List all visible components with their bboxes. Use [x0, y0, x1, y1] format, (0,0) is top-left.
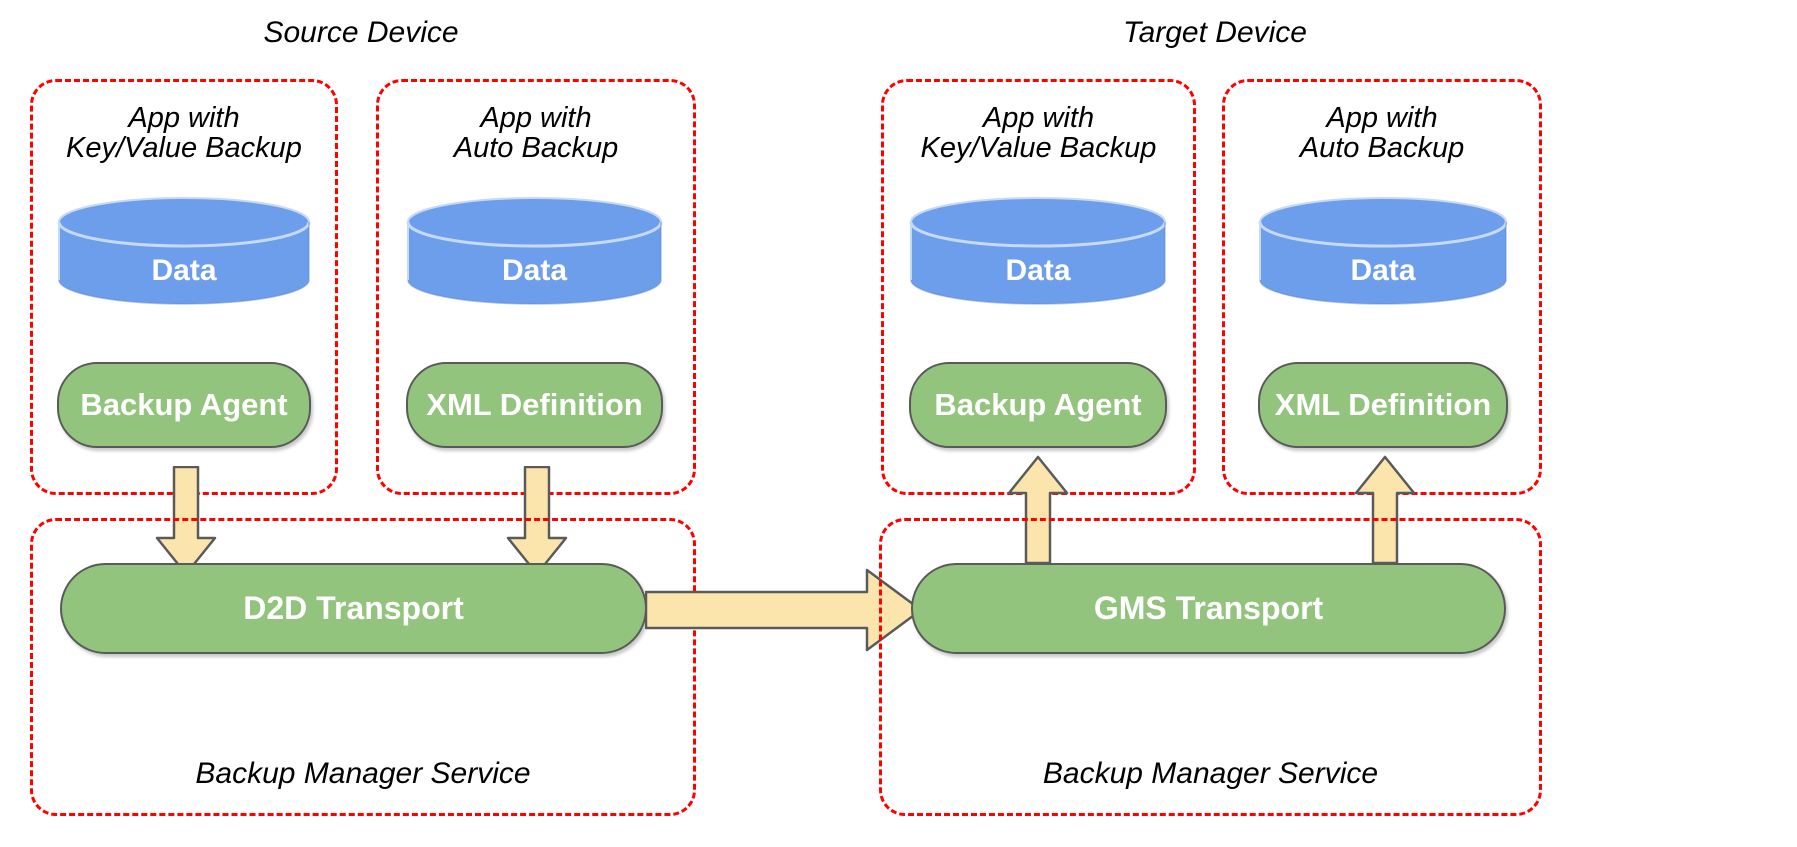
source-device-title: Source Device	[263, 16, 459, 49]
source-autobackup-data-cylinder: Data	[406, 196, 663, 306]
source-keyvalue-data-cylinder: Data	[57, 196, 311, 306]
source-app-keyvalue-label: App with Key/Value Backup	[33, 102, 335, 164]
target-keyvalue-data-label: Data	[1005, 254, 1071, 288]
target-autobackup-data-label: Data	[1350, 254, 1416, 288]
target-keyvalue-data-cylinder: Data	[909, 196, 1167, 306]
source-backup-manager-service-container: Backup Manager Service	[30, 518, 696, 816]
target-app-keyvalue-container: App with Key/Value Backup	[881, 79, 1196, 495]
target-app-keyvalue-label: App with Key/Value Backup	[884, 102, 1193, 164]
transport-transfer-right-arrow	[645, 568, 923, 652]
target-backup-agent-node[interactable]: Backup Agent	[909, 362, 1167, 448]
source-keyvalue-data-label: Data	[151, 254, 217, 288]
app-label-line2: Key/Value Backup	[66, 131, 302, 164]
app-label-line1: App with	[1326, 102, 1438, 134]
target-autobackup-data-cylinder: Data	[1258, 196, 1508, 306]
target-xml-definition-node[interactable]: XML Definition	[1258, 362, 1508, 448]
source-app-autobackup-label: App with Auto Backup	[379, 102, 693, 164]
app-label-line1: App with	[128, 102, 240, 134]
app-label-line2: Key/Value Backup	[920, 131, 1157, 164]
source-backup-manager-service-label: Backup Manager Service	[195, 757, 531, 790]
source-backup-agent-node[interactable]: Backup Agent	[57, 362, 311, 448]
app-label-line2: Auto Backup	[1299, 131, 1465, 164]
app-label-line1: App with	[480, 102, 592, 134]
source-autobackup-data-label: Data	[501, 254, 568, 288]
target-backup-manager-service-label: Backup Manager Service	[1042, 757, 1379, 790]
target-backup-manager-service-container: Backup Manager Service	[879, 518, 1542, 816]
gms-transport-node[interactable]: GMS Transport	[911, 563, 1506, 654]
app-label-line1: App with	[982, 102, 1095, 134]
target-device-title: Target Device	[1123, 16, 1307, 49]
d2d-transport-node[interactable]: D2D Transport	[60, 563, 647, 654]
source-xml-definition-node[interactable]: XML Definition	[406, 362, 663, 448]
app-label-line2: Auto Backup	[453, 131, 619, 164]
target-app-autobackup-label: App with Auto Backup	[1225, 102, 1539, 164]
